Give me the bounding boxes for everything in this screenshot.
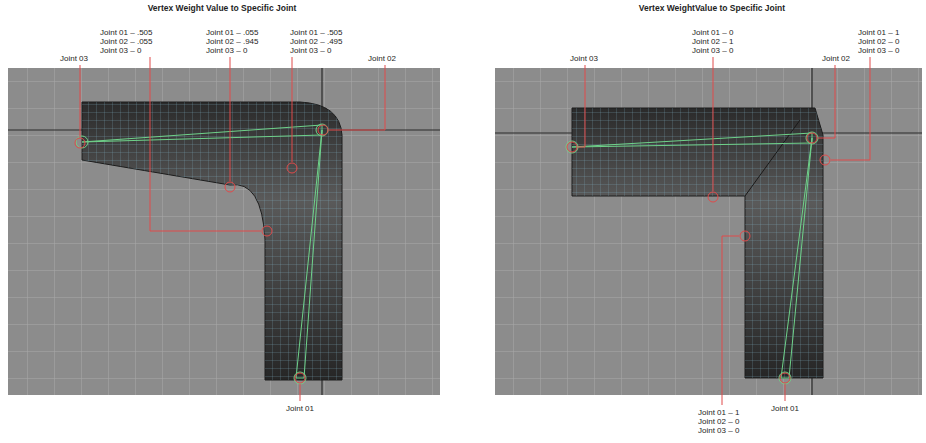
right-viewport xyxy=(495,68,922,395)
panel-title: Vertex Weight Value to Specific Joint xyxy=(148,4,297,13)
weight-value: Joint 02 – .945 xyxy=(206,37,258,46)
joint-label: Joint 02 xyxy=(368,54,396,63)
panel-title: Vertex WeightValue to Specific Joint xyxy=(639,4,785,13)
weight-value: Joint 01 – 0 xyxy=(692,28,733,37)
weight-value: Joint 02 – 0 xyxy=(858,37,899,46)
joint-label: Joint 01 xyxy=(771,404,799,413)
weight-value: Joint 03 – 0 xyxy=(692,46,733,55)
joint-label: Joint 03 xyxy=(570,54,598,63)
weight-value: Joint 03 – 0 xyxy=(290,46,331,55)
weight-value: Joint 03 – 0 xyxy=(858,46,899,55)
weight-value: Joint 01 – 1 xyxy=(698,408,739,417)
weight-value: Joint 02 – 1 xyxy=(692,37,733,46)
weight-value: Joint 03 – 0 xyxy=(100,46,141,55)
leader-lines xyxy=(75,57,870,405)
weight-value: Joint 01 – .505 xyxy=(290,28,342,37)
weight-value: Joint 01 – 1 xyxy=(858,28,899,37)
joint-label: Joint 03 xyxy=(60,54,88,63)
weight-value: Joint 03 – 0 xyxy=(698,426,739,435)
weight-value: Joint 02 – 0 xyxy=(698,417,739,426)
weight-value: Joint 01 – .505 xyxy=(100,28,152,37)
weight-value: Joint 03 – 0 xyxy=(206,46,247,55)
weight-value: Joint 01 – .055 xyxy=(206,28,258,37)
weight-value: Joint 02 – .495 xyxy=(290,37,342,46)
weight-value: Joint 02 – .055 xyxy=(100,37,152,46)
joint-label: Joint 02 xyxy=(822,54,850,63)
joint-label: Joint 01 xyxy=(286,404,314,413)
